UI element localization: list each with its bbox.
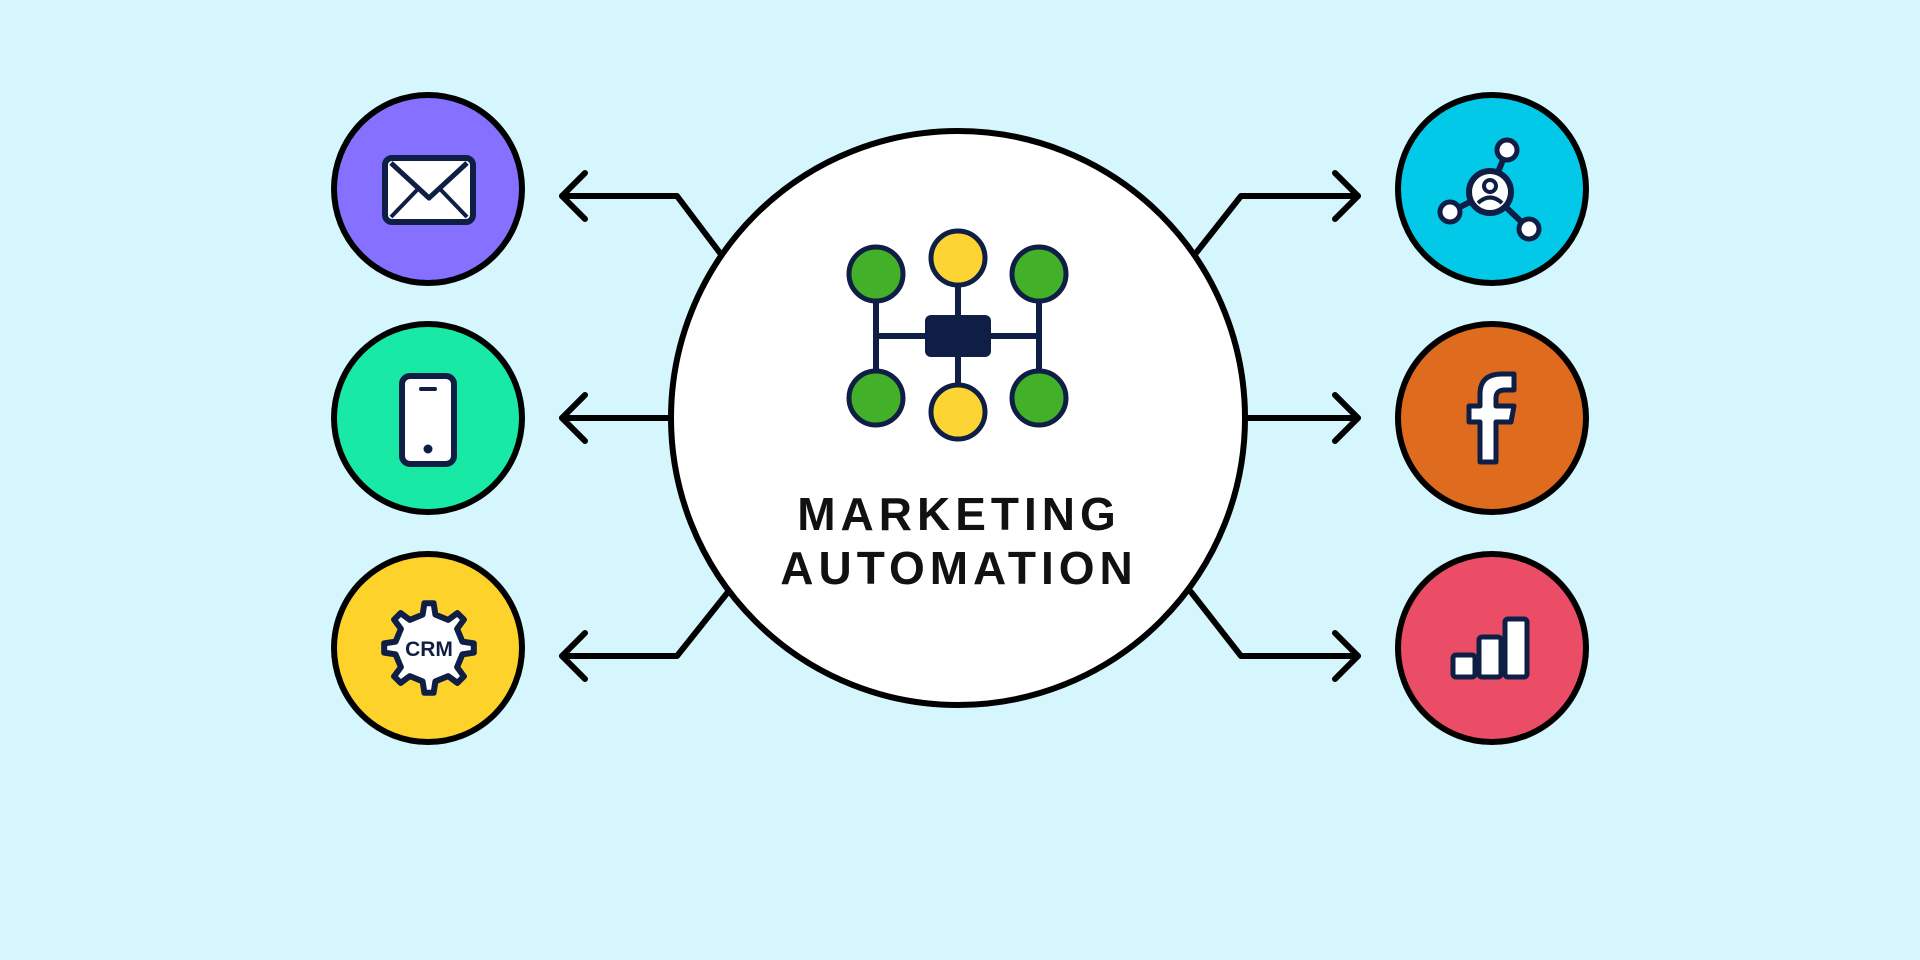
channel-mobile <box>331 321 525 515</box>
bar-chart-icon <box>1450 616 1530 680</box>
envelope-icon <box>382 155 476 225</box>
crm-gear-icon: CRM <box>381 600 477 696</box>
left-connectors <box>559 170 731 682</box>
network-hub-icon <box>846 228 1069 442</box>
arrowhead-mobile <box>559 392 588 444</box>
arrowhead-email <box>559 170 588 222</box>
crm-label: CRM <box>405 638 453 661</box>
facebook-icon <box>1466 371 1517 465</box>
channel-crm: CRM <box>331 551 525 745</box>
center-title-line-2: AUTOMATION <box>780 542 1138 594</box>
channel-email <box>331 92 525 286</box>
center-title-line-1: MARKETING <box>797 488 1121 540</box>
arrowhead-analytics <box>1332 630 1361 682</box>
network-nodes-icon <box>1437 137 1542 242</box>
connector-email <box>559 193 723 256</box>
connector-network <box>1193 193 1361 256</box>
channel-facebook <box>1395 321 1589 515</box>
arrowhead-crm <box>559 630 588 682</box>
connector-analytics <box>1188 589 1361 659</box>
channel-network <box>1395 92 1589 286</box>
arrowhead-network <box>1332 170 1361 222</box>
right-connectors <box>1188 170 1361 682</box>
smartphone-icon <box>399 373 457 467</box>
connector-crm <box>559 589 731 659</box>
channel-analytics <box>1395 551 1589 745</box>
arrowhead-facebook <box>1332 392 1361 444</box>
